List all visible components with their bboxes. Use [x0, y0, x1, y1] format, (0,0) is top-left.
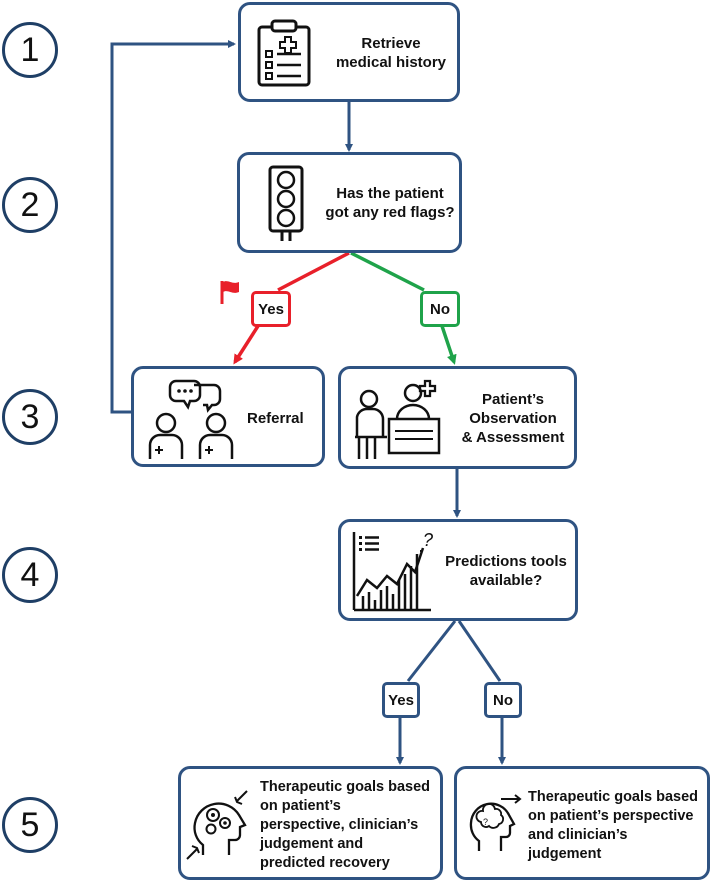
- arrow-predictions-to-no: [457, 620, 502, 682]
- chart-question-icon: ?: [352, 530, 433, 612]
- goals-predicted-line3: perspective, clinician’s: [260, 817, 419, 833]
- svg-text:?: ?: [423, 530, 433, 550]
- observation-label-line1: Patient’s: [482, 391, 544, 408]
- decision-no-predictions: No: [484, 682, 522, 718]
- retrieve-label-line2: medical history: [335, 54, 447, 71]
- decision-yes-predictions: Yes: [382, 682, 420, 718]
- arrow-referral-loop: [110, 40, 236, 414]
- red-flag-icon: [220, 281, 239, 304]
- node-goals-without-prediction: ? Therapeutic goals based on patient’s p…: [454, 766, 710, 880]
- step-number-1: 1: [2, 22, 58, 78]
- decision-yes-red-flags: Yes: [251, 291, 291, 327]
- goals-no-prediction-line4: judgement: [528, 846, 602, 862]
- goals-no-prediction-line1: Therapeutic goals based: [528, 789, 699, 805]
- svg-text:?: ?: [483, 817, 488, 827]
- goals-predicted-line1: Therapeutic goals based: [260, 779, 431, 795]
- arrow-redflags-to-yes: [277, 251, 350, 292]
- traffic-light-icon: [268, 165, 304, 241]
- goals-predicted-line4: judgement and: [260, 836, 364, 852]
- step-number-3: 3: [2, 389, 58, 445]
- observation-label-line2: Observation: [469, 410, 557, 427]
- goals-no-prediction-line2: on patient’s perspective: [528, 808, 694, 824]
- goals-no-prediction-line3: and clinician’s: [528, 827, 628, 843]
- predictions-label-line2: available?: [469, 572, 543, 589]
- head-brain-icon: ?: [469, 794, 522, 851]
- node-red-flags-question: Has the patient got any red flags?: [237, 152, 462, 253]
- red-flags-label-line1: Has the patient: [336, 185, 444, 202]
- arrow-predictions-to-yes: [406, 620, 457, 682]
- node-predictions-tools: ? Predictions tools available?: [338, 519, 578, 621]
- node-observation-assessment: Patient’s Observation & Assessment: [338, 366, 577, 469]
- node-goals-with-prediction: Therapeutic goals based on patient’s per…: [178, 766, 443, 880]
- referral-label: Referral: [247, 410, 304, 427]
- conversation-icon: [148, 379, 234, 459]
- node-retrieve-medical-history: Retrieve medical history: [238, 2, 460, 102]
- red-flags-label-line2: got any red flags?: [325, 204, 455, 221]
- decision-no-red-flags: No: [420, 291, 460, 327]
- step-number-4: 4: [2, 547, 58, 603]
- node-referral: Referral: [131, 366, 325, 467]
- clipboard-icon: [257, 19, 311, 87]
- consultation-desk-icon: [355, 379, 441, 459]
- goals-predicted-line2: on patient’s: [260, 798, 341, 814]
- predictions-label-line1: Predictions tools: [445, 553, 567, 570]
- brain-gears-icon: [186, 790, 248, 860]
- goals-predicted-line5: predicted recovery: [260, 855, 390, 871]
- arrow-no-to-observation: [440, 325, 457, 365]
- arrow-yes-to-referral: [233, 325, 260, 365]
- observation-label-line3: & Assessment: [461, 429, 565, 446]
- arrow-redflags-to-no: [350, 251, 425, 292]
- retrieve-label-line1: Retrieve: [361, 35, 421, 52]
- step-number-2: 2: [2, 177, 58, 233]
- step-number-5: 5: [2, 797, 58, 853]
